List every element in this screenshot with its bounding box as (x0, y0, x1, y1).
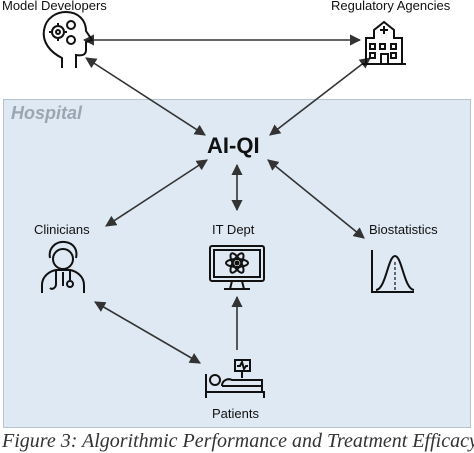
figure-caption: Figure 3: Algorithmic Performance and Tr… (2, 430, 474, 452)
ai-qi-label: AI-QI (207, 133, 260, 158)
government-building-icon (362, 20, 406, 65)
arrow-aiqi-biostatistics (267, 159, 365, 239)
doctor-icon (41, 240, 85, 293)
monitor-atom-icon (209, 245, 265, 290)
model-developers-label: Model Developers (2, 0, 107, 13)
hospital-label: Hospital (11, 103, 83, 123)
patient-bed-icon (205, 359, 265, 398)
biostatistics-label: Biostatistics (369, 222, 438, 237)
patients-label: Patients (212, 406, 259, 421)
arrow-aiqi-clinicians (105, 159, 208, 227)
regulatory-agencies-label: Regulatory Agencies (331, 0, 451, 13)
clinicians-label: Clinicians (34, 222, 90, 237)
it-dept-label: IT Dept (212, 222, 255, 237)
bell-curve-icon (371, 250, 415, 293)
arrow-regulatory-aiqi (269, 57, 371, 136)
head-gears-icon (42, 10, 94, 68)
arrow-clinicians-patients (94, 301, 201, 364)
arrow-developers-aiqi (85, 57, 206, 136)
